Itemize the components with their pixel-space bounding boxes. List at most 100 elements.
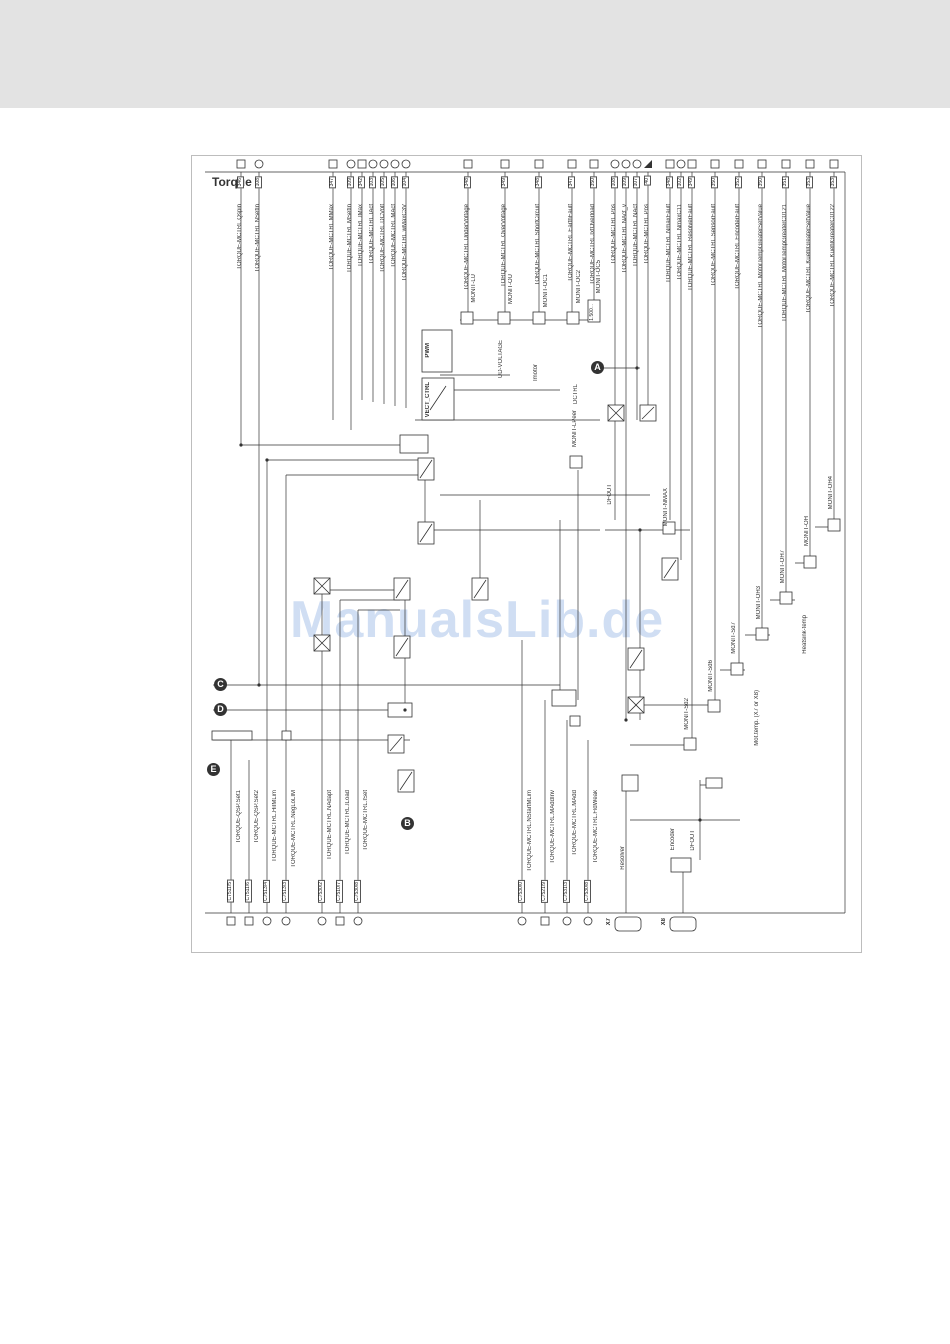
marker-b: B: [401, 817, 414, 830]
output-label-26: TORQUE-MCTRL.KuehlGreaterC0122: [830, 204, 836, 308]
output-label-8: TORQUE-MCTRL.wMaxC3V: [402, 204, 408, 282]
input-label-3: TORQUE-MCTRL.NegLoLIM: [291, 790, 297, 868]
output-code-23: 350: [758, 176, 765, 189]
output-label-25: TORQUE-MCTRL.KuehlGreaterSetValue: [806, 204, 812, 314]
dfout-label: DFOUT: [607, 484, 613, 505]
x8-connector-label: X8: [661, 918, 667, 926]
output-label-20: TORQUE-MCTRL.ResolverFault: [688, 204, 694, 291]
monit-oh-label: MONIT-OH: [804, 516, 810, 546]
monit-sd6-label: MONIT-Sd6: [708, 660, 714, 692]
input-label-0: TORQUE-QSP.Set1: [236, 790, 242, 844]
output-label-16: TORQUE-MCTRL.NAct: [633, 204, 639, 267]
monit-nmax-label: MONIT-NMAX: [663, 488, 669, 527]
monit-sd2-label: MONIT-Sd2: [684, 698, 690, 730]
input-label-2: TORQUE-MCTRL.HiIMLim: [272, 790, 278, 862]
output-code-14: 108: [611, 176, 618, 189]
monit-oc1-label: MONIT-OC1: [543, 274, 549, 308]
output-label-22: TORQUE-MCTRL.EncoderFault: [735, 204, 741, 290]
input-code-10: C7530/8: [584, 880, 591, 903]
input-code-6: C7530/8: [354, 880, 361, 903]
input-code-7: C7530/0: [518, 880, 525, 903]
output-label-4: TORQUE-MCTRL.IMax: [358, 204, 364, 267]
input-code-0: C7511/5: [227, 880, 234, 903]
output-code-4: 342: [358, 176, 365, 189]
output-code-7: 106: [391, 176, 398, 189]
output-label-10: TORQUE-MCTRL.OverVoltage: [501, 204, 507, 287]
monit-oh3-label: MONIT-OH3: [756, 586, 762, 620]
monit-oc2-label: MONIT-OC2: [576, 270, 582, 304]
output-code-16: 107: [633, 176, 640, 189]
input-label-10: TORQUE-MCTRL.FldWeak: [593, 790, 599, 864]
output-label-14: TORQUE-MCTRL.Pos: [611, 204, 617, 265]
output-code-6: 105: [380, 176, 387, 189]
output-label-0: TORQUE-MCTRL.Qspin: [237, 204, 243, 270]
output-code-9: 348: [464, 176, 471, 189]
output-label-17: TORQUE-MCTRL.Pos: [644, 204, 650, 265]
output-code-18: 348: [666, 176, 673, 189]
monit-lpeer-label: MONIT-LPeer: [572, 410, 578, 448]
output-label-2: TORQUE-MCTRL.MMax: [329, 204, 335, 271]
output-label-23: TORQUE-MCTRL.MotorTempGreaterSetValue: [758, 204, 764, 329]
output-label-24: TORQUE-MCTRL.MotorTempGreaterC0121: [782, 204, 788, 322]
watermark: ManualsLib.de: [290, 591, 665, 649]
input-code-8: C7521/9: [541, 880, 548, 903]
monit-oc5-label: MONIT-OC5: [596, 260, 602, 294]
output-label-18: TORQUE-MCTRL.NmaxFault: [666, 204, 672, 283]
output-code-24: 351: [782, 176, 789, 189]
marker-c: C: [214, 678, 227, 691]
monit-lu-label: MONIT-LU: [471, 274, 477, 303]
input-code-4: C7530/2: [318, 880, 325, 903]
output-label-21: TORQUE-MCTRL.SensorFault: [711, 204, 717, 287]
vect-ctrl-label: VECT_CTRL: [425, 382, 431, 418]
output-label-15: TORQUE-MCTRL.NAct_v: [622, 204, 628, 274]
output-code-3: 109: [347, 176, 354, 189]
output-label-1: TORQUE-MCTRL.NSetIn: [255, 204, 261, 273]
input-label-6: TORQUE-MCTRL.ISet: [363, 790, 369, 851]
input-code-5: C7510/7: [336, 880, 343, 903]
output-label-3: TORQUE-MCTRL.MSetIn: [347, 204, 353, 273]
output-code-17: 40: [644, 176, 651, 186]
marker-d: D: [214, 703, 227, 716]
monit-ou-label: MONIT-OU: [508, 274, 514, 304]
output-code-10: 349: [501, 176, 508, 189]
output-code-5: 103: [369, 176, 376, 189]
heatsink-label: Heatsink-temp: [802, 615, 808, 654]
marker-a: A: [591, 361, 604, 374]
resolver-label: Resolver: [620, 846, 626, 870]
dfout-encoder-label: DFOUT: [690, 830, 696, 851]
header-band: [0, 0, 950, 108]
output-code-13: 350: [590, 176, 597, 189]
input-code-1: C7511/6: [245, 880, 252, 903]
encoder-label: Encoder: [670, 828, 676, 851]
output-label-6: TORQUE-MCTRL.DCVolt: [380, 204, 386, 273]
monit-oh4-label: MONIT-OH4: [828, 476, 834, 510]
output-label-7: TORQUE-MCTRL.MAct: [391, 204, 397, 268]
output-code-15: 109: [622, 176, 629, 189]
input-label-5: TORQUE-MCTRL.ILoad: [345, 790, 351, 855]
output-label-11: TORQUE-MCTRL.ShortCircuit: [535, 204, 541, 286]
output-code-26: 353: [830, 176, 837, 189]
diagram-frame: [191, 155, 862, 953]
input-code-2: C7513/4: [263, 880, 270, 903]
dctrl-label: DCTRL: [573, 384, 579, 405]
input-code-9: C7531/3: [563, 880, 570, 903]
output-code-22: 352: [735, 176, 742, 189]
ud-voltage-label: UD-VOLTAGE: [498, 340, 504, 379]
output-code-2: 347: [329, 176, 336, 189]
output-label-5: TORQUE-MCTRL.IAct: [369, 204, 375, 265]
output-code-8: 104: [402, 176, 409, 189]
input-label-9: TORQUE-MCTRL.MAdd: [572, 790, 578, 856]
output-label-9: TORQUE-MCTRL.UnderVoltage: [464, 204, 470, 291]
mot-temp-label: Mot.temp. (X7 or X8): [754, 690, 760, 746]
output-code-12: 347: [568, 176, 575, 189]
input-code-3: C7513/3: [282, 880, 289, 903]
pwm-label: PWM: [425, 343, 431, 358]
output-code-19: 102: [677, 176, 684, 189]
input-label-1: TORQUE-QSP.Set2: [254, 790, 260, 844]
input-label-4: TORQUE-MCTRL.NAdapt: [327, 790, 333, 860]
output-label-12: TORQUE-MCTRL.EarthFault: [568, 204, 574, 282]
monit-oh7-label: MONIT-OH7: [780, 550, 786, 584]
output-code-1: 108: [255, 176, 262, 189]
output-code-11: 348: [535, 176, 542, 189]
